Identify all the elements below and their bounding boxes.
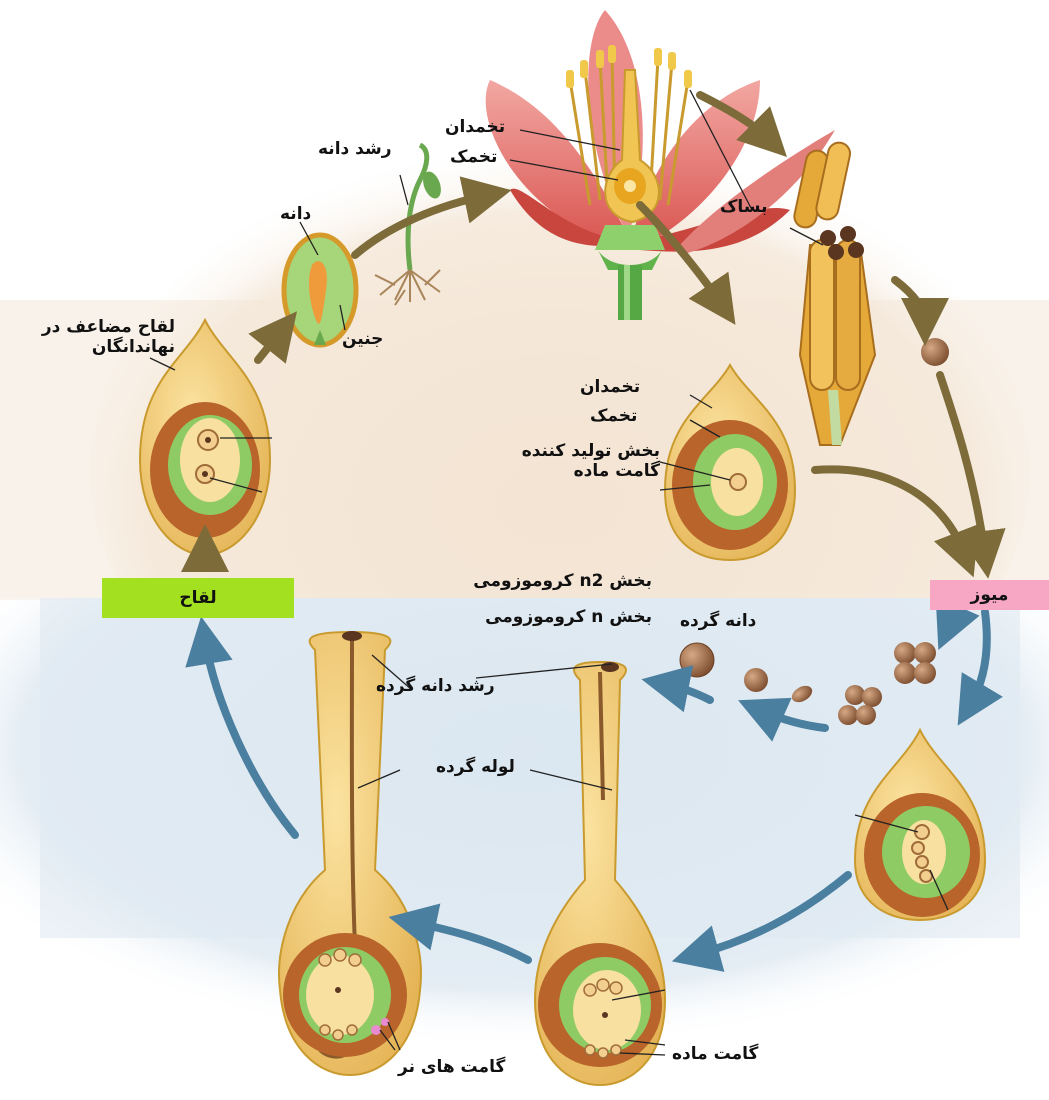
label-ovule-mid: تخمک xyxy=(590,407,637,427)
meiosis-stage-tag: میوز xyxy=(930,580,1049,610)
label-female-gamete: گامت ماده xyxy=(672,1045,758,1065)
label-stamen: بساک xyxy=(720,198,767,218)
label-double-fertilization: لقاح مضاعف در نهاندانگان xyxy=(10,318,175,357)
label-embryo: جنین xyxy=(342,330,383,350)
label-ovary-mid: تخمدان xyxy=(580,378,640,398)
label-diploid-part: بخش n2 کروموزومی xyxy=(430,572,652,592)
fertilization-stage-tag: لقاح xyxy=(102,578,294,618)
label-ovule-top: تخمک xyxy=(450,148,497,168)
label-male-gametes: گامت های نر xyxy=(398,1058,505,1078)
label-pollen-tube: لوله گرده xyxy=(436,758,515,778)
pollen-grain xyxy=(680,643,714,677)
label-seed: دانه xyxy=(280,205,311,225)
label-pollen-grain: دانه گرده xyxy=(680,612,756,632)
label-pollen-germination: رشد دانه گرده xyxy=(376,677,495,697)
label-seed-growth: رشد دانه xyxy=(318,140,392,160)
label-haploid-part: بخش n کروموزومی xyxy=(445,608,652,628)
label-megasporocyte: بخش تولید کننده گامت ماده xyxy=(485,442,660,481)
label-ovary-top: تخمدان xyxy=(445,118,505,138)
pollen-grain-small xyxy=(744,668,768,692)
pollen-mother-cell xyxy=(921,338,949,366)
